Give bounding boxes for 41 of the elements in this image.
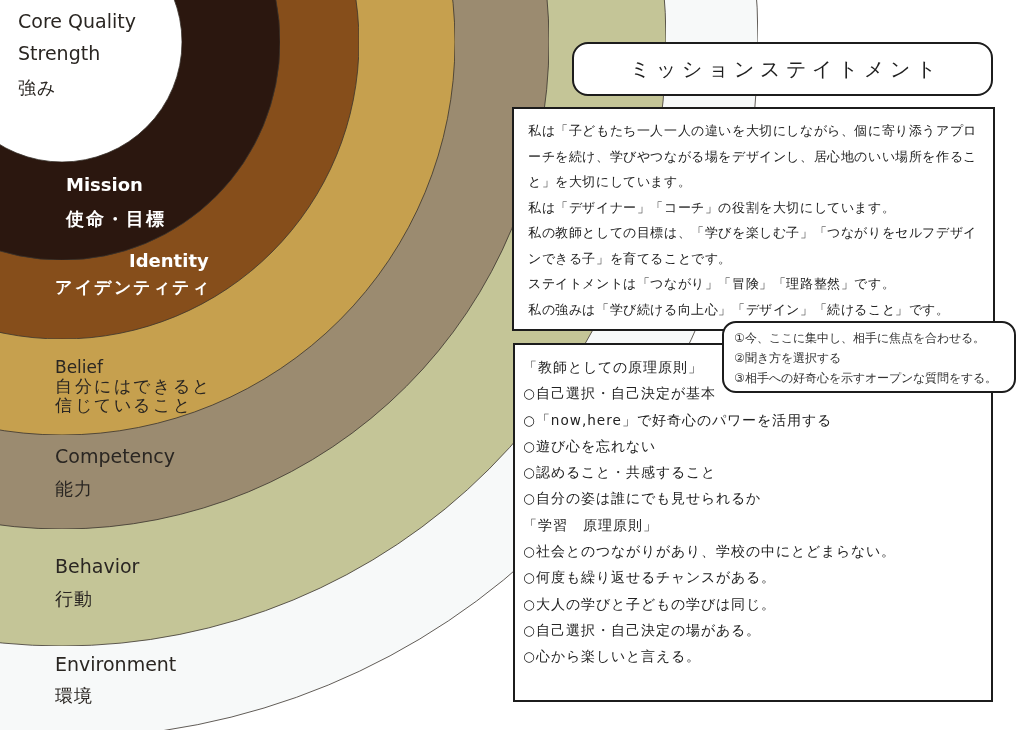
principle-item: ○認めること・共感すること [523, 463, 716, 483]
callout-bubble [722, 321, 1016, 393]
ring-label: 強み [18, 77, 56, 99]
principle-item: ○大人の学びと子どもの学びは同じ。 [523, 594, 776, 614]
principle-item: ○心から楽しいと言える。 [523, 647, 701, 667]
ring-label: Competency [55, 445, 176, 468]
principle-item: ○「now,here」で好奇心のパワーを活用する [523, 410, 832, 430]
ring-label: 環境 [55, 685, 93, 707]
ring-label: 行動 [55, 588, 93, 610]
principle-item: ○社会とのつながりがあり、学校の中にとどまらない。 [523, 542, 896, 562]
principle-item: ○何度も繰り返せるチャンスがある。 [523, 568, 776, 588]
ring-label: 能力 [55, 478, 93, 500]
principle-item: ○自己選択・自己決定の場がある。 [523, 620, 761, 640]
ring-label: Belief [55, 357, 103, 377]
ring-label: 自分にはできると信じていること [55, 377, 213, 415]
ring-label: Behavior [55, 555, 140, 578]
ring-label: Core Quality [18, 10, 136, 33]
ring-label: アイデンティティ [55, 277, 211, 297]
statement-text: ステイトメントは「つながり」「冒険」「理路整然」です。 [528, 275, 897, 293]
ring-label: Identity [129, 250, 209, 272]
ring-label: 使命・目標 [66, 208, 166, 230]
section-heading: 「教師としての原理原則」 [523, 358, 703, 377]
principle-item: ○遊び心を忘れない [523, 436, 656, 456]
principle-item: ○自分の姿は誰にでも見せられるか [523, 489, 761, 509]
ring-label: Mission [66, 174, 143, 196]
heading-panel [572, 42, 993, 96]
callout-text: ③相手への好奇心を示すオープンな質問をする。 [734, 370, 997, 387]
ring-band [0, 0, 359, 339]
heading-text: ミッションステイトメント [628, 55, 942, 83]
principle-item: ○自己選択・自己決定が基本 [523, 384, 716, 404]
ring-label: Strength [18, 42, 101, 65]
ring-band [0, 0, 455, 435]
principles-panel [513, 343, 993, 702]
statement-text: 私は「子どもたち一人一人の違いを大切にしながら、個に寄り添うアプローチを続け、学びやつながる場をデザインし、居心地のいい場所を作ること」を大切にしています。 [528, 122, 978, 191]
callout-text: ②聞き方を選択する [734, 350, 841, 367]
statement-text: 私は「デザイナー」「コーチ」の役割を大切にしています。 [528, 198, 897, 217]
section-heading: 「学習 原理原則」 [523, 515, 658, 535]
ring-label: Environment [55, 653, 177, 676]
statement-text: 私の強みは「学び続ける向上心」「デザイン」「続けること」です。 [528, 300, 951, 319]
callout-text: ①今、ここに集中し、相手に焦点を合わせる。 [734, 330, 985, 347]
statement-text: 私の教師としての目標は、「学びを楽しむ子」「つながりをセルフデザインできる子」を育てることです。 [528, 224, 978, 268]
